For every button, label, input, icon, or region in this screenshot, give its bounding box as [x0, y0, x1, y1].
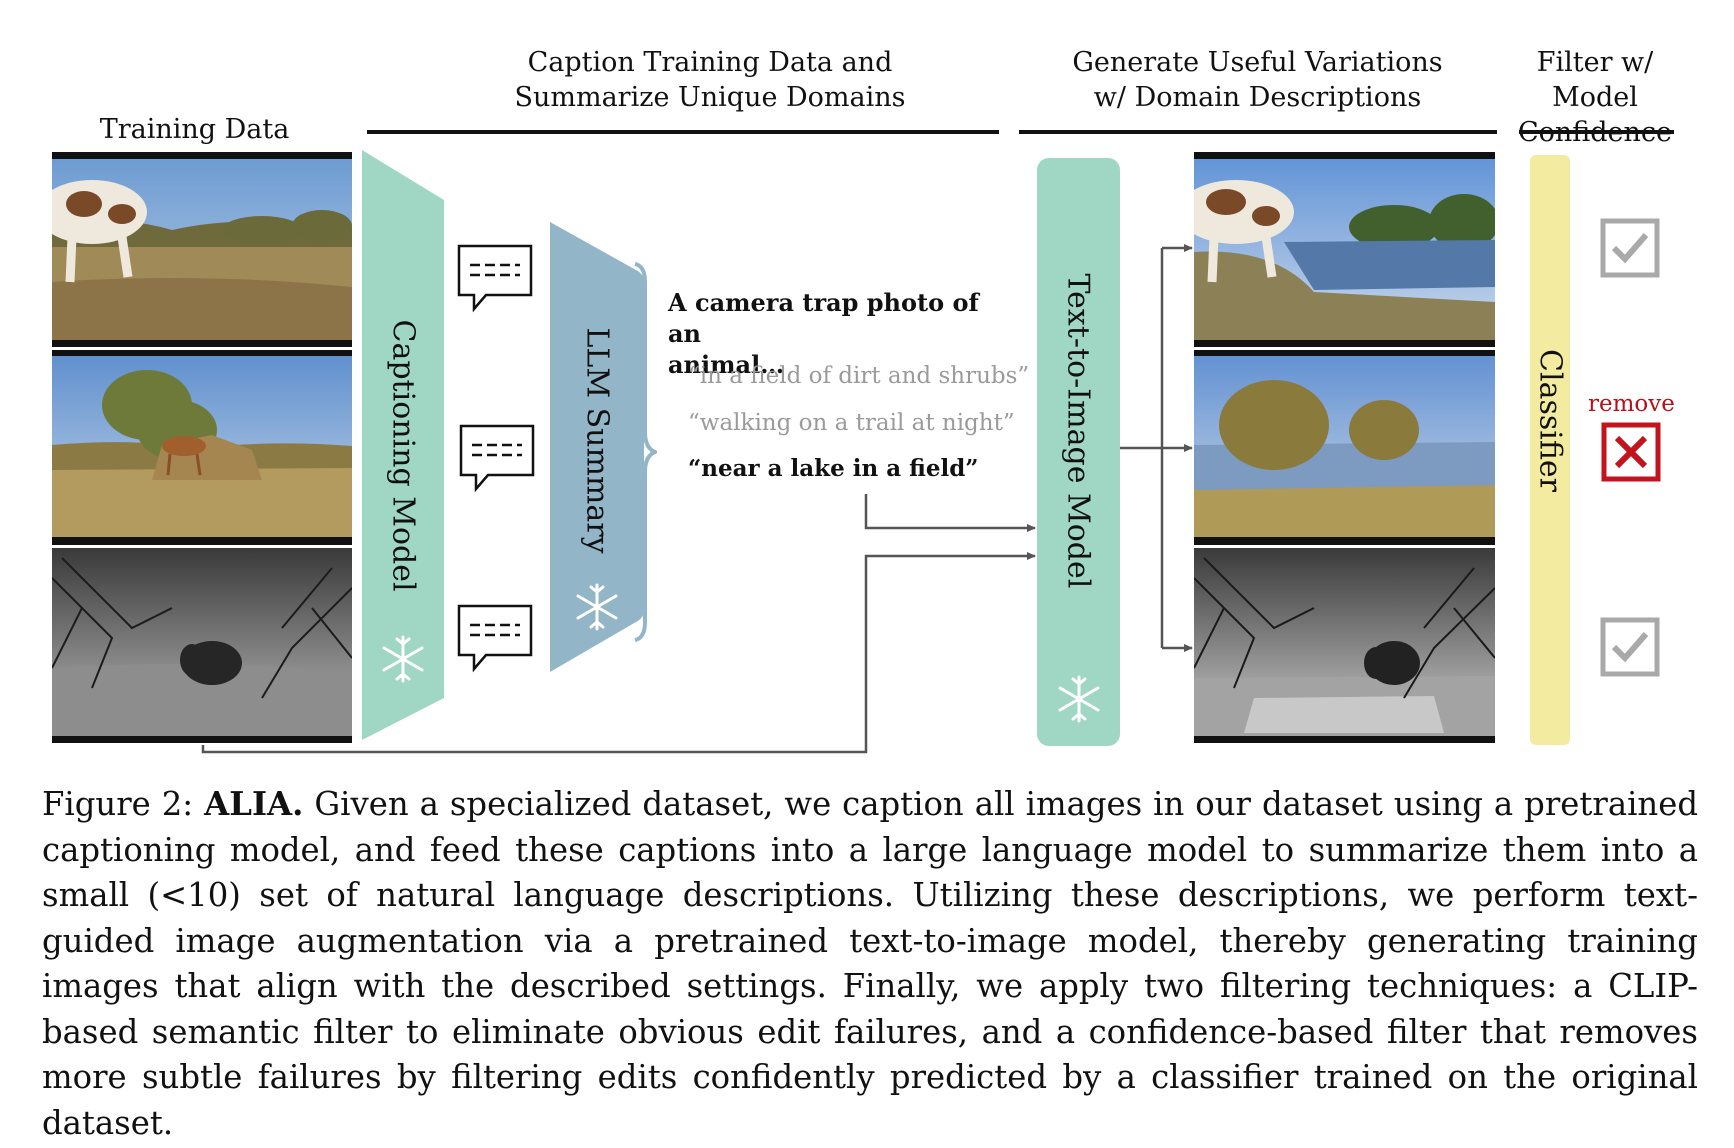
training-photo-antelope [52, 350, 352, 545]
snowflake-icon [576, 583, 618, 631]
domain-description: “walking on a trail at night” [688, 410, 1015, 436]
checkbox-checked-icon [1600, 617, 1660, 677]
generated-photo-cow-lake [1194, 152, 1495, 347]
figure-caption-body: Given a specialized dataset, we caption … [42, 785, 1698, 1142]
prompt-line2: animal… [668, 350, 785, 379]
caption-summarize-header: Caption Training Data and Summarize Uniq… [480, 45, 940, 115]
domain-description-selected: “near a lake in a field” [688, 455, 979, 482]
remove-x-icon [1601, 422, 1661, 482]
domain-description: “in a field of dirt and shrubs” [688, 363, 1030, 389]
figure-caption: Figure 2: ALIA. Given a specialized data… [42, 782, 1698, 1146]
speech-bubble-icon [459, 424, 535, 493]
generate-header-line2: w/ Domain Descriptions [1093, 82, 1422, 113]
caption-header-line2: Summarize Unique Domains [514, 82, 906, 113]
classifier-block [1530, 155, 1570, 745]
text-to-image-model-block [1037, 158, 1120, 746]
prompt-line1: A camera trap photo of an [668, 288, 979, 348]
training-photo-elephant-night [52, 548, 352, 743]
checkbox-checked-icon [1600, 218, 1660, 278]
training-photo-cow [52, 152, 352, 347]
captioning-model-block [362, 150, 444, 740]
text-to-image-model-label: Text-to-Image Model [1060, 273, 1096, 589]
generated-photo-antelope-lake [1194, 350, 1495, 545]
filter-section-rule [1519, 130, 1674, 134]
flow-connectors [201, 244, 1193, 754]
snowflake-icon [382, 635, 424, 683]
llm-summary-block [550, 222, 644, 672]
classifier-label: Classifier [1532, 349, 1568, 492]
generate-header-line1: Generate Useful Variations [1072, 47, 1443, 78]
filter-header-line1: Filter w/ Model [1536, 47, 1654, 113]
generated-photo-elephant-lake-night [1194, 548, 1495, 743]
remove-label: remove [1588, 391, 1675, 417]
training-data-header: Training Data [99, 114, 290, 145]
generate-header: Generate Useful Variations w/ Domain Des… [1020, 45, 1495, 115]
caption-header-line1: Caption Training Data and [527, 47, 893, 78]
figure-caption-prefix: Figure 2: [42, 785, 205, 823]
snowflake-icon [1058, 675, 1100, 723]
brace-icon [634, 262, 657, 642]
prompt-template: A camera trap photo of an animal… [668, 287, 1008, 380]
caption-section-rule [367, 130, 999, 134]
generate-section-rule [1019, 130, 1497, 134]
speech-bubble-icon [457, 604, 533, 673]
figure-caption-title: ALIA. [204, 785, 304, 823]
speech-bubble-icon [457, 244, 533, 313]
